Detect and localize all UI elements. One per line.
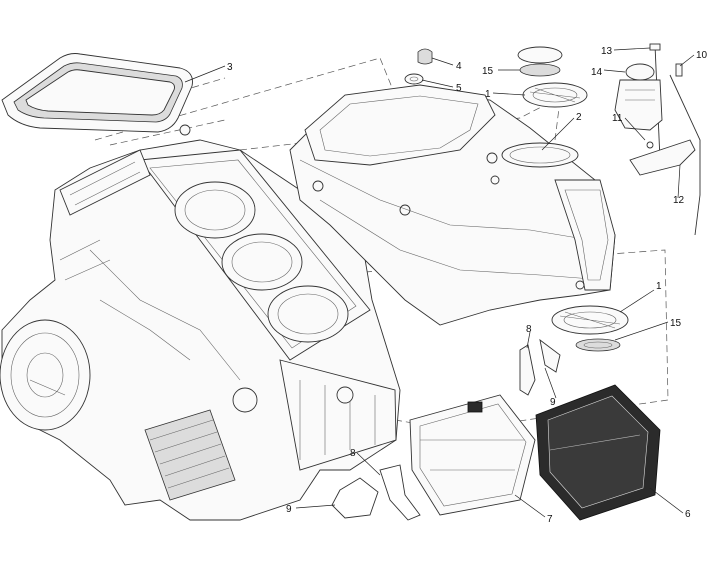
callout-4: 4 bbox=[456, 61, 462, 72]
callout-11: 11 bbox=[612, 113, 623, 124]
callout-12: 12 bbox=[673, 195, 685, 206]
callout-15-top: 15 bbox=[482, 66, 494, 77]
callout-13: 13 bbox=[601, 46, 613, 57]
engine-block bbox=[0, 124, 401, 521]
callout-15-lower: 15 bbox=[670, 318, 682, 329]
callout-labels: 3 4 5 15 1 2 13 10 14 11 12 1 15 8 9 8 9… bbox=[227, 46, 708, 525]
callout-9-left: 9 bbox=[286, 504, 292, 515]
callout-8-right: 8 bbox=[526, 324, 532, 335]
velocity-stack-lower bbox=[551, 305, 629, 352]
callout-14: 14 bbox=[591, 67, 603, 78]
callout-3: 3 bbox=[227, 62, 233, 73]
callout-6: 6 bbox=[685, 509, 691, 520]
gasket-ring-part-3 bbox=[1, 53, 193, 133]
washer-parts-4-5 bbox=[404, 48, 433, 85]
callout-8-left: 8 bbox=[350, 448, 356, 459]
leader-lines bbox=[184, 47, 695, 518]
callout-10: 10 bbox=[696, 50, 708, 61]
callout-9-right: 9 bbox=[550, 397, 556, 408]
callout-2: 2 bbox=[576, 112, 582, 123]
callout-7: 7 bbox=[547, 514, 553, 525]
velocity-stack-top bbox=[517, 46, 588, 108]
actuator-assembly-13-14 bbox=[614, 43, 701, 236]
airbox-body bbox=[289, 84, 616, 326]
filter-frame-part-7 bbox=[409, 394, 536, 516]
callout-1-lower: 1 bbox=[656, 281, 662, 292]
air-filter-part-6 bbox=[535, 384, 661, 521]
callout-1-top: 1 bbox=[485, 89, 491, 100]
callout-5: 5 bbox=[456, 83, 462, 94]
